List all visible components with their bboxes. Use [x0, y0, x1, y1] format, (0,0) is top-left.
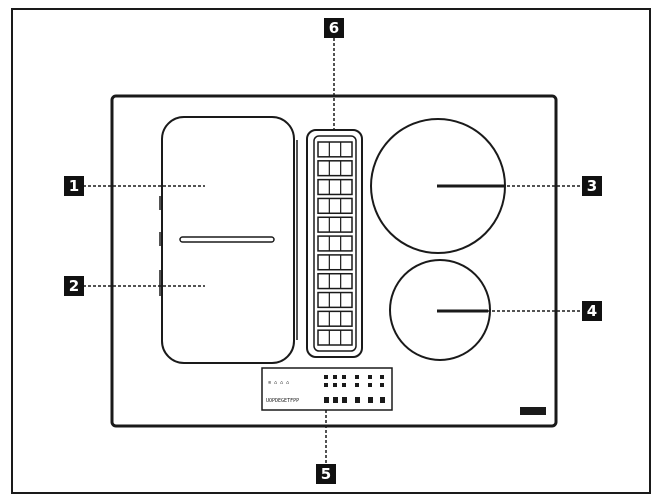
callout-label-6: 6 — [329, 19, 339, 37]
callout-box — [582, 301, 602, 321]
callout-box — [64, 176, 84, 196]
vent-slat — [317, 216, 353, 233]
panel-key — [380, 397, 385, 403]
panel-key — [342, 383, 346, 387]
callout-6: 6 — [324, 18, 344, 38]
callout-5: 5 — [316, 464, 336, 484]
callout-label-4: 4 — [587, 302, 597, 320]
panel-key — [355, 397, 360, 403]
callout-4: 4 — [582, 301, 602, 321]
vent-slat — [317, 141, 353, 158]
callout-1: 1 — [64, 176, 84, 196]
vent-slats — [317, 141, 353, 346]
vent-outer — [306, 129, 363, 358]
callout-label-2: 2 — [69, 277, 79, 295]
outer-frame — [11, 8, 651, 494]
panel-glyphs-row1: ≋ ⌂ ⌂ ⌂ — [268, 380, 289, 386]
vent-slat — [317, 160, 353, 177]
panel-key — [333, 397, 338, 403]
flex-cooking-zone — [159, 116, 298, 364]
vent-slat — [317, 235, 353, 252]
control-panel: ≋ ⌂ ⌂ ⌂ UOPDEGETFPP — [261, 367, 393, 411]
callout-label-3: 3 — [587, 177, 597, 195]
panel-key — [355, 383, 359, 387]
vent-slat — [317, 197, 353, 215]
panel-key — [380, 375, 384, 379]
power-indicator — [520, 407, 546, 415]
panel-key — [368, 375, 372, 379]
vent-slat — [317, 178, 353, 196]
callout-2: 2 — [64, 276, 84, 296]
small-burner — [389, 259, 491, 361]
vent-slat — [317, 329, 353, 346]
panel-key — [333, 383, 337, 387]
vent-slat — [317, 272, 353, 290]
downdraft-vent — [306, 129, 363, 358]
flex-zone-outline — [161, 116, 295, 364]
callout-box — [324, 18, 344, 38]
vent-slat — [317, 310, 353, 327]
panel-key — [324, 375, 328, 379]
callout-box — [582, 176, 602, 196]
callout-label-5: 5 — [321, 465, 331, 483]
panel-key — [324, 397, 329, 403]
callout-label-1: 1 — [69, 177, 79, 195]
burner-leader-solid — [437, 184, 505, 313]
panel-keys — [324, 375, 385, 403]
panel-glyphs-row2: UOPDEGETFPP — [266, 398, 299, 404]
flex-zone-divider — [179, 236, 275, 243]
panel-key — [380, 383, 384, 387]
vent-inner — [313, 135, 357, 352]
panel-key — [324, 383, 328, 387]
panel-key — [368, 383, 372, 387]
callout-3: 3 — [582, 176, 602, 196]
panel-key — [355, 375, 359, 379]
panel-key — [342, 397, 347, 403]
leader-lines — [83, 38, 582, 464]
callout-box — [64, 276, 84, 296]
control-panel-outline — [261, 367, 393, 411]
vent-slat — [317, 291, 353, 309]
panel-key — [333, 375, 337, 379]
callout-box — [316, 464, 336, 484]
panel-key — [342, 375, 346, 379]
panel-key — [368, 397, 373, 403]
vent-slat — [317, 254, 353, 271]
